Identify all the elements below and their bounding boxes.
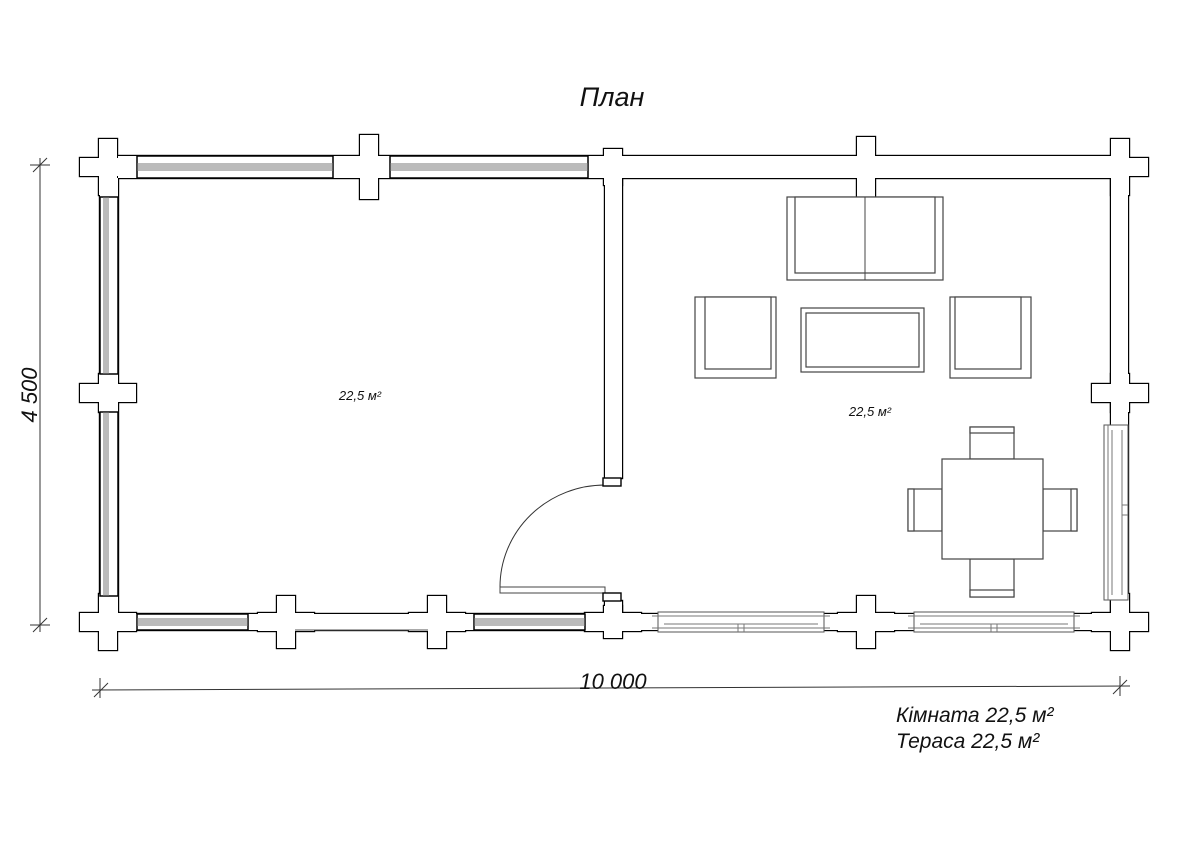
terrace-window [657, 611, 825, 633]
window [99, 411, 119, 597]
windows [99, 155, 1129, 633]
plan-title: План [580, 82, 645, 112]
wall-segment [80, 158, 136, 176]
wall-segment [838, 158, 894, 176]
height-label: 4 500 [17, 367, 42, 423]
wall-segment [409, 613, 465, 631]
wall-segment [838, 613, 894, 631]
window [99, 196, 119, 375]
door [499, 477, 622, 602]
width-label: 10 000 [579, 669, 647, 694]
wall-segment [605, 178, 622, 478]
coffee-table [800, 307, 925, 373]
armchair-left [694, 296, 777, 379]
wall-segment [585, 613, 641, 631]
terrace-area-label: 22,5 м² [848, 404, 892, 419]
window [136, 155, 334, 179]
legend-terrace: Тераса 22,5 м² [896, 730, 1040, 753]
window [136, 613, 249, 631]
wall-segment [585, 158, 641, 176]
wall-segment [258, 613, 314, 631]
wall-segment [80, 384, 136, 402]
wall-segment [80, 613, 136, 631]
wall-segment [341, 158, 397, 176]
room-area-label: 22,5 м² [338, 388, 382, 403]
wall-segment [1092, 384, 1148, 402]
width-dimension [91, 676, 1131, 698]
height-dimension [30, 157, 50, 633]
wall-segment [1092, 158, 1148, 176]
furniture [694, 196, 1078, 598]
window [389, 155, 589, 179]
dining-set [907, 426, 1078, 598]
legend-room: Кімната 22,5 м² [896, 704, 1055, 727]
armchair-right [949, 296, 1032, 379]
sofa [786, 196, 944, 281]
wall-segment [1092, 613, 1148, 631]
terrace-window [913, 611, 1075, 633]
window [473, 613, 586, 631]
